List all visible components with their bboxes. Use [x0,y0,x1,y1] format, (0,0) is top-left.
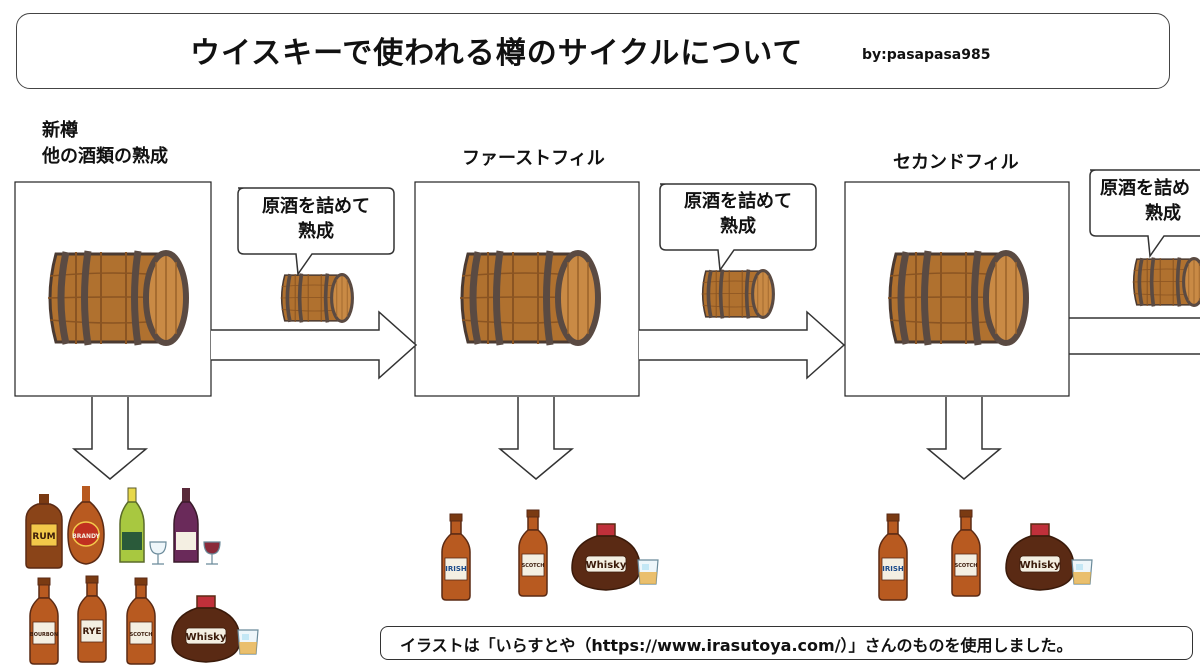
arrow-right-2 [638,311,845,379]
bubble-text-2: 原酒を詰めて 熟成 [660,189,816,239]
brandy-label: BRANDY [72,533,100,540]
arrow-down-2 [499,396,573,480]
glass-icon [637,559,659,585]
credit-text: イラストは「いらすとや（https://www.irasutoya.com/）」… [400,636,1073,655]
small-barrel-icon [1130,255,1200,309]
white-wine-bottle-icon [119,487,167,565]
rum-label: RUM [32,532,55,542]
credit-box [380,626,1193,660]
barrel-second-fill-icon [888,251,1026,345]
whisky-jug-icon [1005,523,1075,591]
barrel-new-icon [48,251,186,345]
bubble-text-2-line1: 原酒を詰めて [684,191,792,212]
bubble-text-1: 原酒を詰めて 熟成 [238,194,394,244]
byline: by:pasapasa985 [862,47,991,63]
scotch-label: SCOTCH [130,632,153,638]
page-title: ウイスキーで使われる樽のサイクルについて [190,36,804,71]
irish-bottle-icon [441,513,471,601]
rye-label: RYE [82,627,101,637]
glass-icon [237,629,259,655]
bourbon-label: BOURBON [30,632,58,638]
stage-label-new-barrel: 新樽 他の酒類の熟成 [42,118,168,170]
rye-bottle-icon [77,575,107,663]
whisky-jug-icon [571,523,641,591]
whisky-label: Whisky [586,560,627,571]
bubble-text-1-line2: 熟成 [298,221,334,242]
irish-label: IRISH [445,565,467,573]
arrow-right-3 [1069,317,1200,355]
arrow-down-1 [73,396,147,480]
glass-icon [1071,559,1093,585]
red-wine-bottle-icon [173,488,221,565]
rum-bottle-icon [25,494,63,569]
stage-label-first-fill: ファーストフィル [462,148,605,169]
bourbon-bottle-icon [29,577,59,665]
stage-label-new-barrel-line1: 新樽 [42,120,78,141]
scotch-label: SCOTCH [522,563,545,569]
bubble-text-3-line1: 原酒を詰め [1100,178,1190,199]
brandy-bottle-icon [67,486,105,565]
scotch-bottle-icon [126,577,156,665]
arrow-right-1 [210,311,417,379]
whisky-label: Whisky [186,632,227,643]
scotch-label: SCOTCH [955,563,978,569]
small-barrel-icon [278,271,355,325]
whisky-label: Whisky [1020,560,1061,571]
arrow-down-3 [927,396,1001,480]
bubble-text-2-line2: 熟成 [720,216,756,237]
barrel-first-fill-icon [460,251,598,345]
bubble-text-1-line1: 原酒を詰めて [262,196,370,217]
irish-bottle-icon [878,513,908,601]
bubble-text-3-line2: 熟成 [1145,203,1181,224]
stage-label-second-fill: セカンドフィル [893,152,1019,173]
bubble-text-3: 原酒を詰め 熟成 [1100,176,1200,226]
scotch-bottle-icon [951,509,981,597]
stage-label-new-barrel-line2: 他の酒類の熟成 [42,146,168,167]
title-box [16,13,1170,89]
small-barrel-icon [699,267,776,321]
irish-label: IRISH [882,565,904,573]
scotch-bottle-icon [518,509,548,597]
whisky-jug-icon [171,595,241,663]
